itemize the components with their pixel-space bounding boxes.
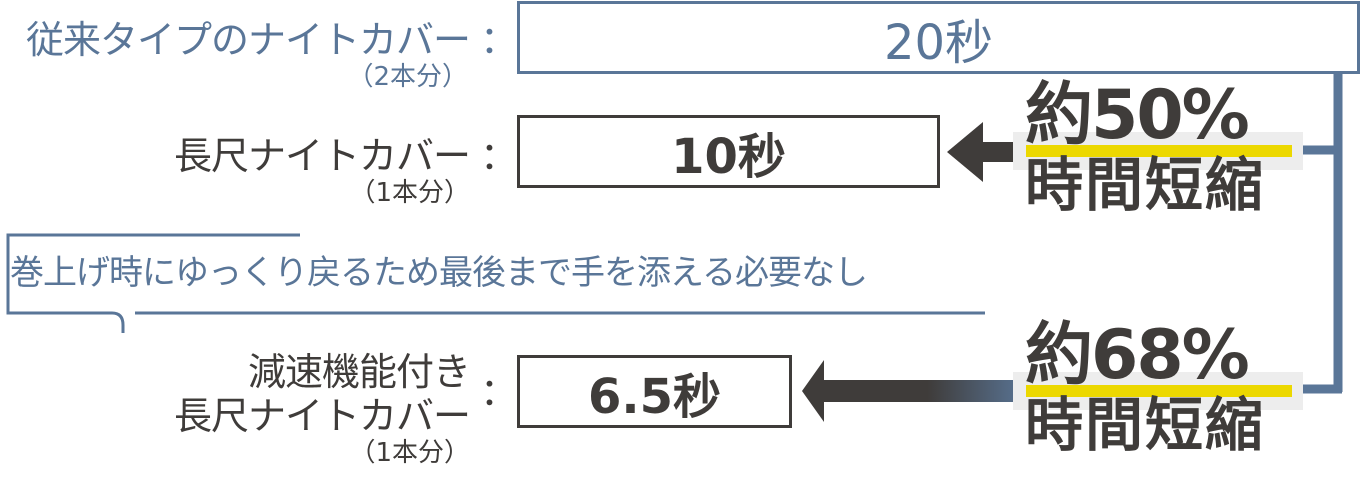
reduction-2: 約68% 時間短縮	[1025, 320, 1266, 459]
reduction-1: 約50% 時間短縮	[1025, 80, 1266, 219]
row2-value: 10秒	[671, 128, 786, 185]
highlight-yellow-1	[1026, 145, 1292, 157]
row3-label-line1: 減速機能付き	[247, 350, 471, 394]
arrow-left-icon	[802, 360, 1030, 422]
row1-value-box: 20秒	[517, 1, 1360, 74]
row2-label-main: 長尺ナイトカバー	[173, 134, 471, 178]
row3-label-line2: 長尺ナイトカバー	[173, 394, 471, 438]
row2-value-box: 10秒	[517, 115, 940, 188]
row3-label-sub: （1本分）	[349, 438, 470, 468]
row2-label: 長尺ナイトカバー （1本分）	[0, 134, 471, 208]
row1-colon: ：	[480, 18, 519, 62]
row2-colon: ：	[480, 134, 519, 178]
arrow-left-icon	[947, 122, 1035, 182]
reduction-2-percent: 68%	[1091, 316, 1250, 395]
row3-value: 6.5秒	[587, 368, 722, 425]
row1-label-sub: （2本分）	[347, 62, 468, 92]
note-text: 巻上げ時にゆっくり戻るため最後まで手を添える必要なし	[10, 253, 868, 293]
row1-label-main: 従来タイプのナイトカバー	[25, 18, 471, 62]
reduction-2-caption: 時間短縮	[1025, 391, 1266, 459]
reduction-1-prefix: 約	[1025, 76, 1093, 155]
reduction-2-prefix: 約	[1025, 316, 1093, 395]
row2-label-sub: （1本分）	[349, 178, 470, 208]
row3-value-box: 6.5秒	[517, 355, 792, 428]
row3-colon: ：	[480, 370, 519, 414]
reduction-1-percent: 50%	[1091, 76, 1250, 155]
row1-label: 従来タイプのナイトカバー （2本分）	[0, 18, 471, 92]
row1-value: 20秒	[883, 14, 994, 71]
speech-bubble-outline	[6, 233, 985, 333]
row3-label: 減速機能付き 長尺ナイトカバー （1本分）	[0, 350, 471, 468]
reduction-1-caption: 時間短縮	[1025, 151, 1266, 219]
highlight-yellow-2	[1026, 385, 1292, 397]
